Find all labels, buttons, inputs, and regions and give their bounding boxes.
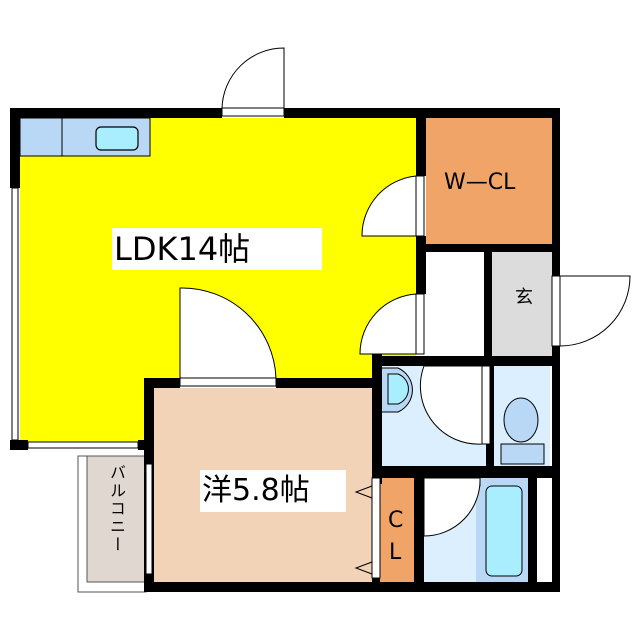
- balcony-label: バルコニー: [107, 464, 126, 554]
- closet-label-l: L: [389, 540, 402, 565]
- wcl-floor: [426, 118, 552, 244]
- kitchen-sink-icon: [95, 126, 139, 151]
- bathtub-icon: [485, 485, 523, 577]
- ldk-label: LDK14帖: [112, 228, 322, 270]
- toilet-icon: [503, 397, 539, 443]
- closet-label-c: C: [388, 508, 404, 533]
- wcl-label: W—CL: [444, 170, 516, 195]
- entrance-floor: [492, 252, 552, 356]
- bath-vent: [537, 478, 549, 582]
- hallway-floor: [426, 252, 484, 356]
- cl-floor: [380, 478, 414, 582]
- windows: [11, 187, 153, 575]
- western-room-label: 洋5.8帖: [200, 470, 346, 512]
- balcony-floor: [86, 455, 146, 583]
- entrance-label: 玄: [515, 287, 533, 308]
- doors: [179, 47, 631, 579]
- ldk-floor: [20, 118, 416, 448]
